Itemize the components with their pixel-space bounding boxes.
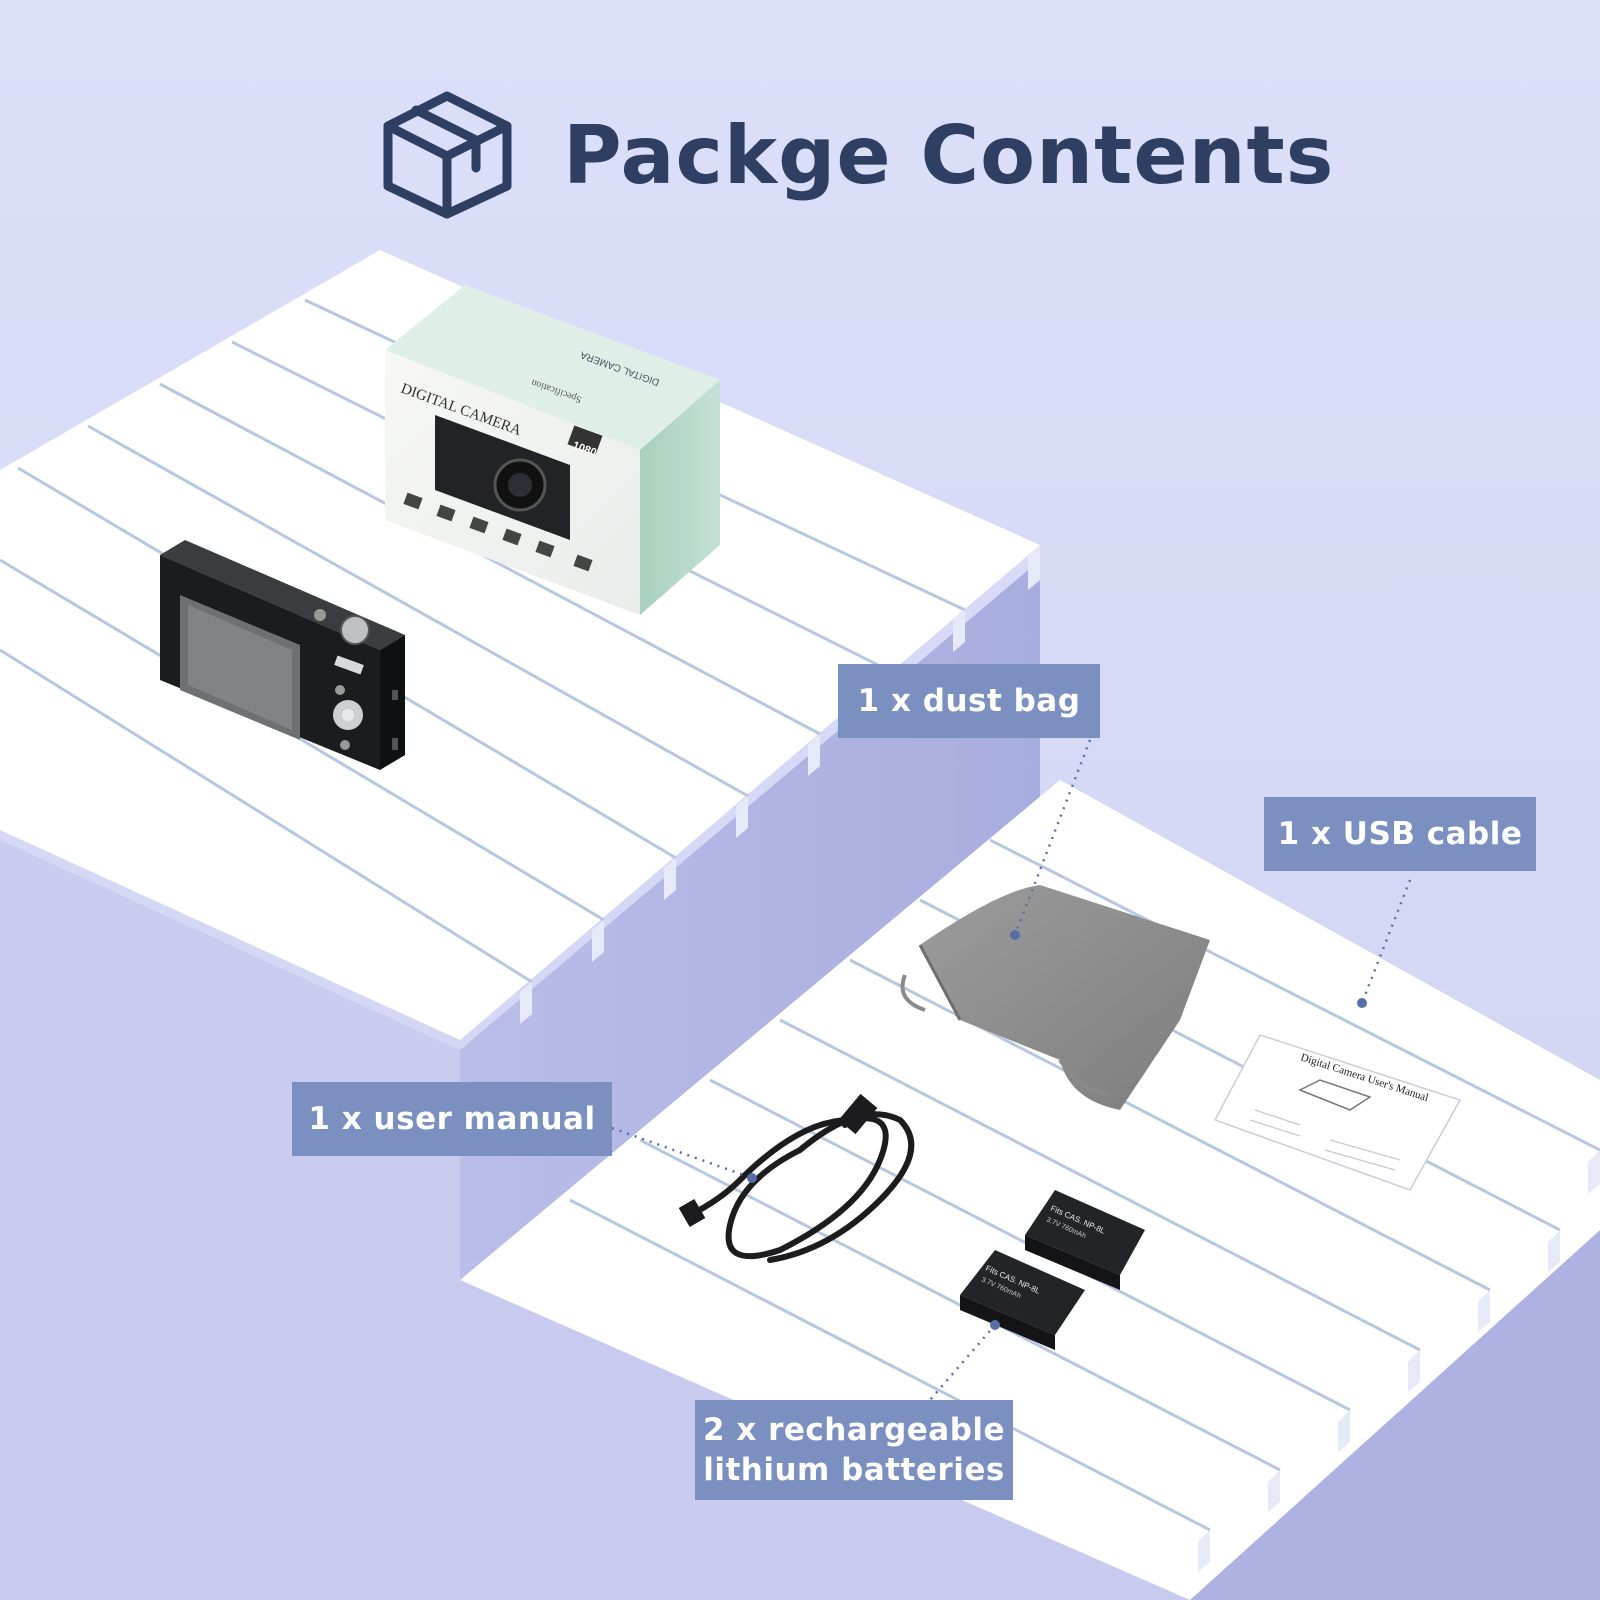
package-box-icon bbox=[383, 91, 512, 219]
battery-back: Fits CAS. NP-8L 3.7V 760mAh bbox=[960, 1250, 1085, 1350]
callout-usb-cable-text: 1 x USB cable bbox=[1277, 815, 1523, 852]
callout-user-manual: 1 x user manual bbox=[292, 1082, 612, 1156]
callout-dots bbox=[747, 930, 1367, 1330]
callout-leaders bbox=[611, 739, 1412, 1401]
camera bbox=[160, 540, 405, 770]
callout-batteries-text: 2 x rechargeable lithium batteries bbox=[702, 1411, 1006, 1488]
product-box: DIGITAL CAMERA 1080 Specification DIGITA… bbox=[385, 285, 720, 615]
battery-front: Fits CAS. NP-8L 3.7V 760mAh bbox=[1025, 1190, 1145, 1290]
callout-dust-bag: 1 x dust bag bbox=[838, 664, 1100, 738]
callout-dust-bag-text: 1 x dust bag bbox=[857, 682, 1081, 719]
page-title: Packge Contents bbox=[380, 90, 1334, 220]
callout-batteries: 2 x rechargeable lithium batteries bbox=[695, 1400, 1013, 1500]
usb-cable bbox=[678, 1093, 915, 1263]
callout-user-manual-text: 1 x user manual bbox=[308, 1100, 596, 1137]
page-title-text: Packge Contents bbox=[563, 108, 1335, 202]
callout-usb-cable: 1 x USB cable bbox=[1264, 797, 1536, 871]
dust-bag bbox=[900, 885, 1210, 1110]
